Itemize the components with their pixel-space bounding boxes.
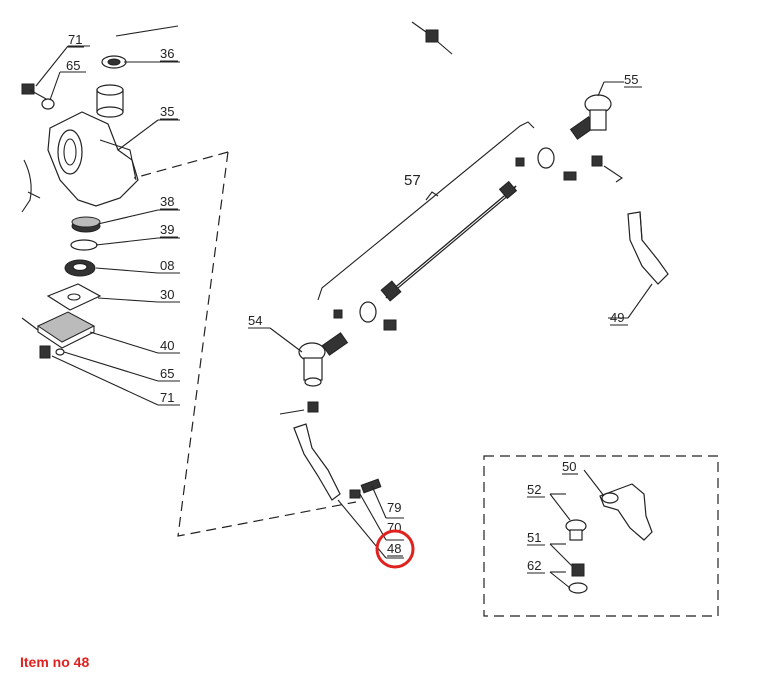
tie-rod-end-55: [569, 94, 623, 183]
label-49: 49: [610, 310, 624, 325]
right-leaders: [248, 81, 653, 559]
label-71-top: 71: [68, 32, 82, 47]
label-62: 62: [527, 558, 541, 573]
part-labels: 71 65 36 35 38 39 08 30 40 65 71 54 57 5…: [66, 32, 638, 573]
washer-65-bottom: [55, 348, 65, 356]
top-bolt: [411, 21, 453, 55]
idler-arm-50: [599, 483, 653, 541]
clamp-upper: [515, 147, 577, 181]
bearing-08: [64, 259, 96, 277]
label-30: 30: [160, 287, 174, 302]
label-57: 57: [404, 172, 421, 189]
oring-39: [70, 239, 98, 251]
item-caption: Item no 48: [20, 654, 90, 670]
spring-38: [71, 216, 101, 233]
label-65-bottom: 65: [160, 366, 174, 381]
left-leaders: [35, 25, 180, 406]
label-38: 38: [160, 194, 174, 209]
label-50: 50: [562, 459, 576, 474]
label-52: 52: [527, 482, 541, 497]
washer-62: [568, 582, 588, 594]
clamp-lower: [333, 301, 397, 331]
highlight-circle: [375, 529, 415, 569]
label-35: 35: [160, 104, 174, 119]
bolt-71-bottom: [39, 345, 51, 359]
knuckle-assembly: [21, 55, 139, 359]
label-39: 39: [160, 222, 174, 237]
dashed-guide: [177, 151, 357, 537]
gasket-30: [46, 283, 102, 311]
cover-plate-40: [36, 311, 96, 349]
knuckle-housing-35: [21, 111, 139, 213]
label-54: 54: [248, 313, 262, 328]
label-48: 48: [387, 541, 401, 556]
label-79: 79: [387, 500, 401, 515]
inset-parts: [549, 469, 653, 594]
label-36: 36: [160, 46, 174, 61]
inset-box: [483, 455, 719, 617]
nut-51: [571, 563, 585, 577]
label-08: 08: [160, 258, 174, 273]
steering-arm-49: [627, 211, 669, 285]
pin-52: [565, 519, 587, 541]
bushing-36: [96, 84, 124, 118]
label-55: 55: [624, 72, 638, 87]
label-71-bottom: 71: [160, 390, 174, 405]
label-40: 40: [160, 338, 174, 353]
bolt-71-top: [21, 83, 49, 101]
steering-arm-48: [293, 423, 382, 501]
tie-rod-end-54: [279, 332, 349, 415]
label-65-top: 65: [66, 58, 80, 73]
washer-65-top: [41, 98, 55, 110]
tie-rod-57: [317, 121, 535, 302]
label-51: 51: [527, 530, 541, 545]
